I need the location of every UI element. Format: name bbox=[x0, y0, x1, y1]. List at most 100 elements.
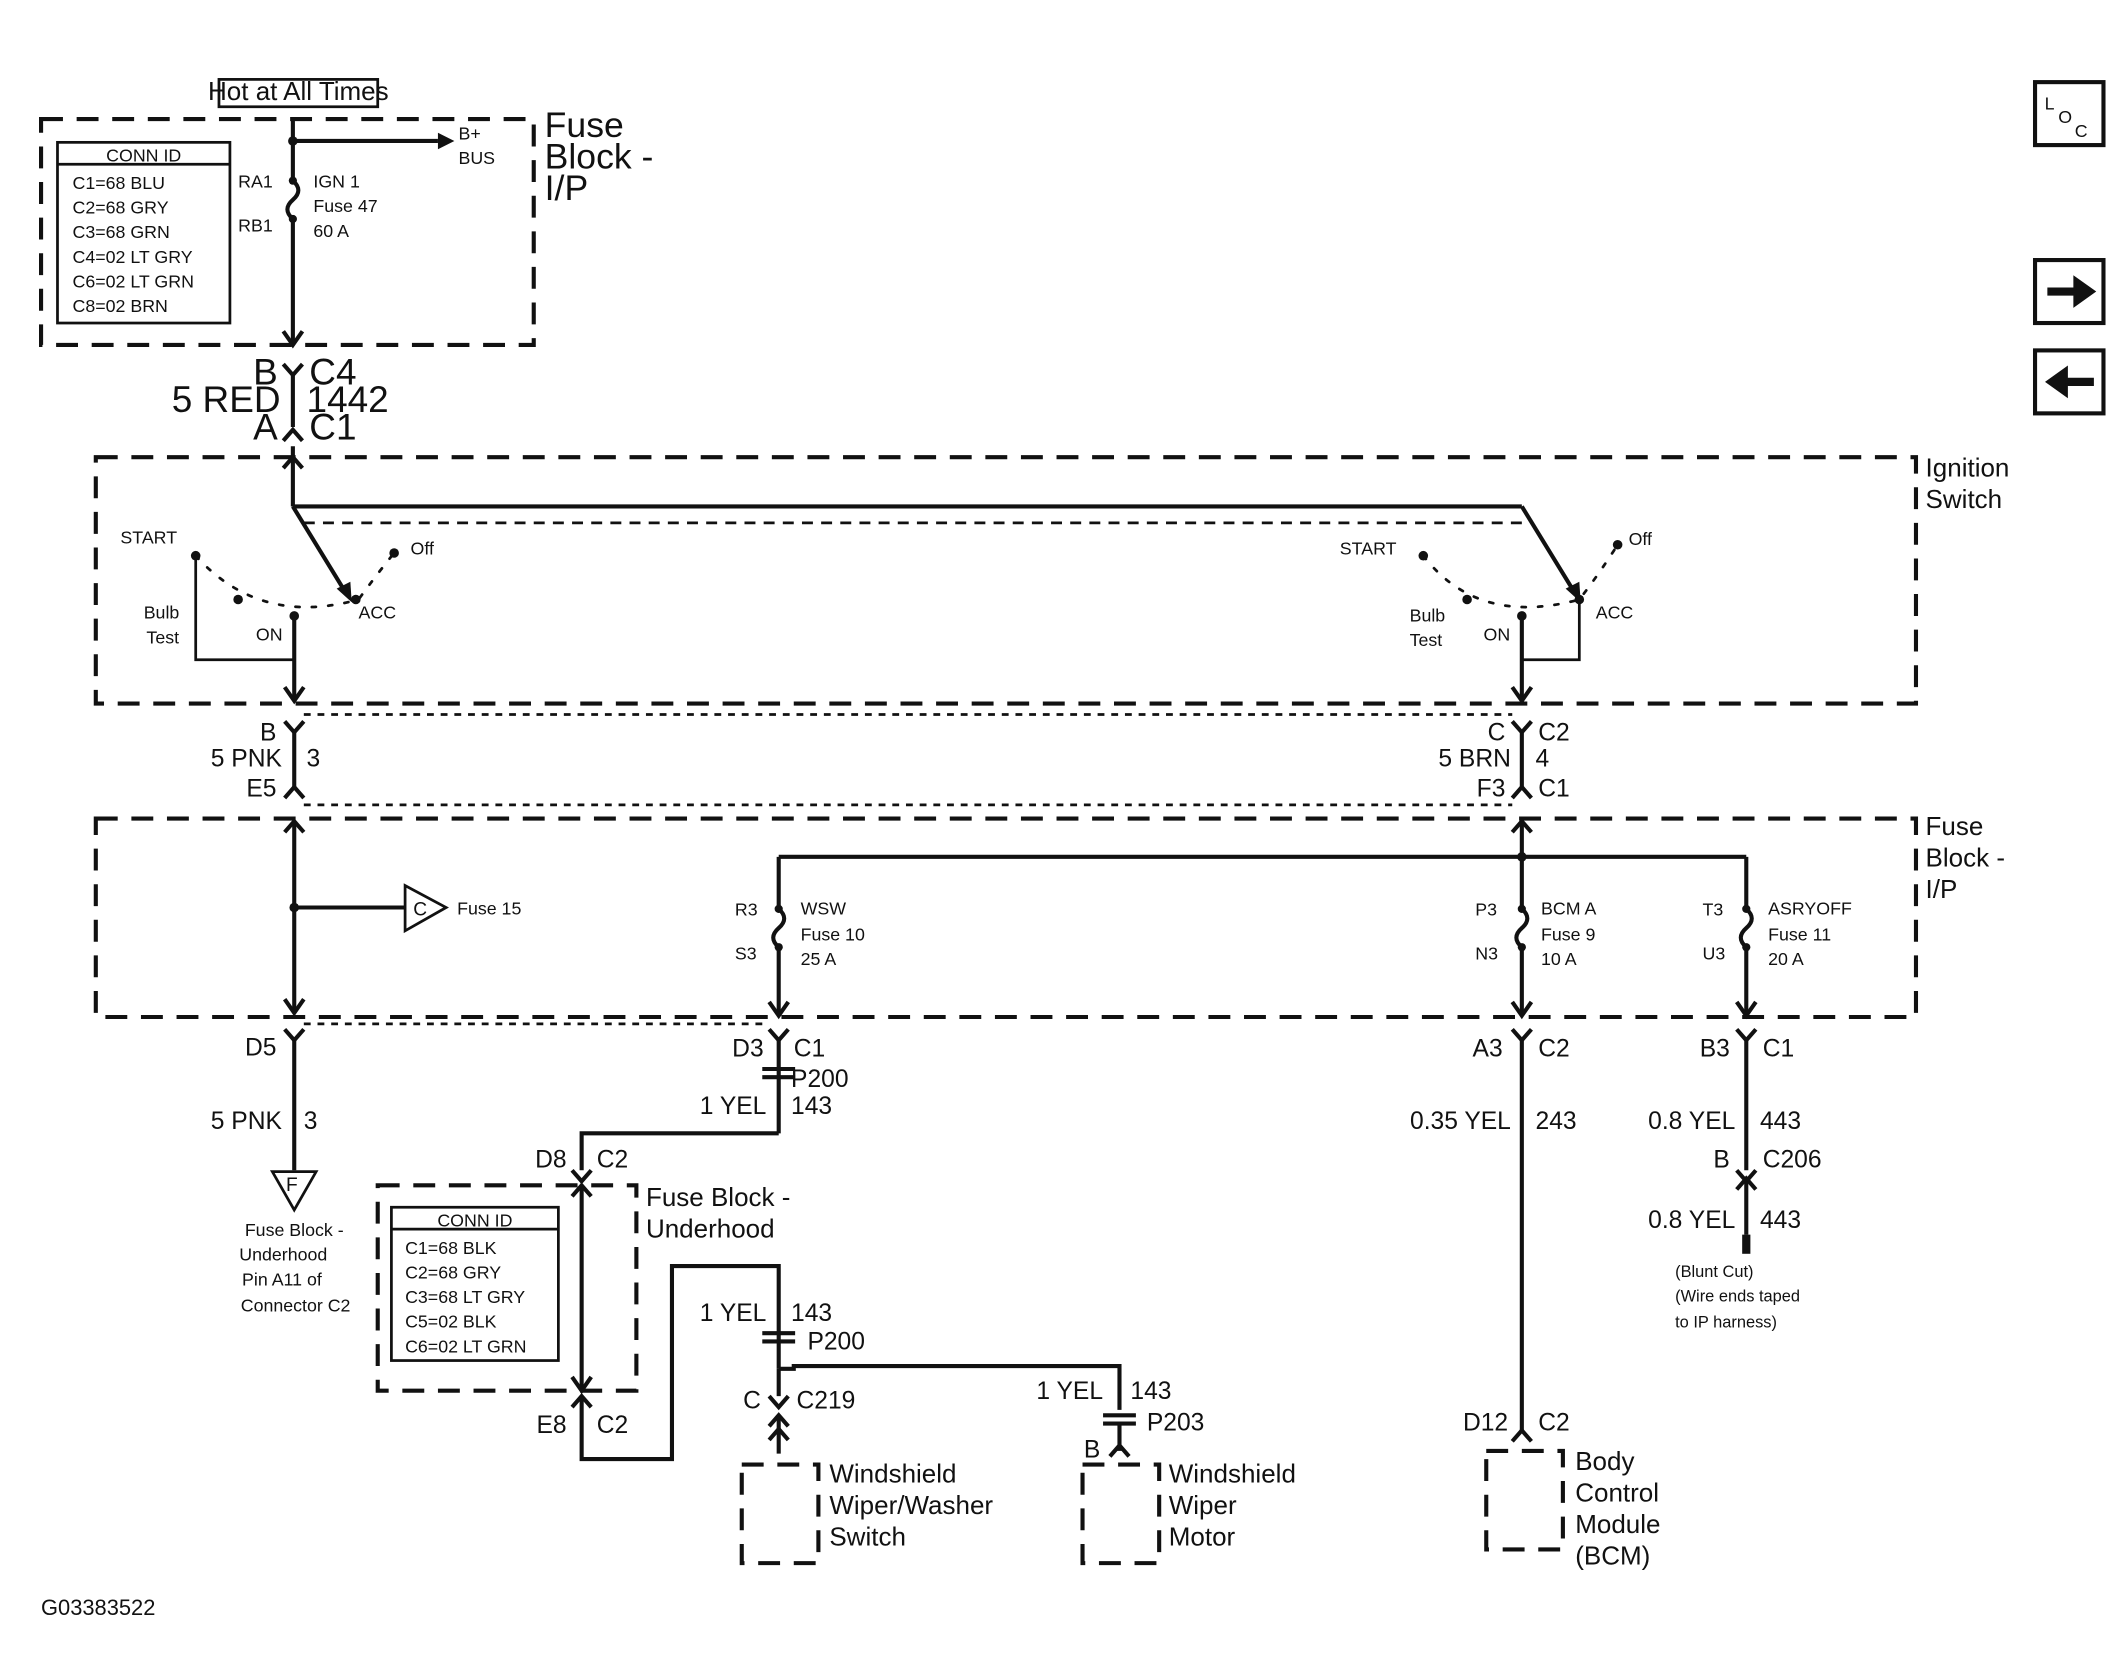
bus-label: B+ bbox=[458, 124, 480, 144]
splice-p200-upper bbox=[762, 1066, 796, 1080]
figure-id: G03383522 bbox=[41, 1595, 155, 1620]
svg-text:Wiper: Wiper bbox=[1169, 1490, 1237, 1520]
svg-text:Underhood: Underhood bbox=[239, 1245, 327, 1265]
fuse-10-number: Fuse 10 bbox=[801, 924, 865, 944]
windshield-wiper-washer-switch-box bbox=[739, 1462, 821, 1566]
fuse-10-symbol bbox=[771, 907, 787, 949]
windshield-wiper-motor-box bbox=[1080, 1462, 1162, 1566]
svg-text:C6=02 LT GRN: C6=02 LT GRN bbox=[405, 1336, 526, 1356]
svg-text:5 RED: 5 RED bbox=[172, 379, 281, 420]
conn-c219: C219 bbox=[797, 1387, 856, 1414]
svg-text:C6=02 LT GRN: C6=02 LT GRN bbox=[73, 271, 194, 291]
location-button[interactable]: L O C bbox=[2032, 80, 2106, 148]
fuse-11-number: Fuse 11 bbox=[1768, 924, 1831, 944]
svg-text:I/P: I/P bbox=[1926, 874, 1958, 904]
svg-text:C1: C1 bbox=[309, 406, 356, 447]
svg-text:Wiper/Washer: Wiper/Washer bbox=[829, 1490, 993, 1520]
body-control-module-box bbox=[1484, 1448, 1565, 1552]
circuit-2-label: 143 bbox=[791, 1300, 832, 1327]
conn-c2-d12: C2 bbox=[1538, 1409, 1569, 1436]
conn-id-table-underhood: CONN ID C1=68 BLK C2=68 GRY C3=68 LT GRY… bbox=[390, 1205, 560, 1362]
svg-text:C3=68 LT GRY: C3=68 LT GRY bbox=[405, 1287, 525, 1307]
arrow-right-icon bbox=[2047, 275, 2097, 308]
pin-b3: B3 bbox=[1700, 1036, 1730, 1063]
svg-text:L: L bbox=[2045, 94, 2055, 114]
svg-text:Connector C2: Connector C2 bbox=[241, 1295, 351, 1315]
svg-text:Fuse Block -: Fuse Block - bbox=[646, 1182, 790, 1212]
asry-wire-2-label: 0.8 YEL bbox=[1648, 1207, 1735, 1234]
svg-text:BUS: BUS bbox=[458, 148, 495, 168]
right-on-label: ON bbox=[1484, 625, 1511, 645]
bcm-wire-label: 0.35 YEL bbox=[1410, 1108, 1511, 1135]
hot-at-all-times-label: Hot at All Times bbox=[208, 76, 389, 106]
fuse-block-underhood-title: Fuse Block - Underhood bbox=[646, 1182, 790, 1243]
conn-c2-e8: C2 bbox=[597, 1412, 628, 1439]
fuse-11-name: ASRYOFF bbox=[1768, 898, 1852, 918]
conn-id-table-ip: CONN ID C1=68 BLU C2=68 GRY C3=68 GRN C4… bbox=[56, 140, 232, 325]
fuse-block-ip-top-title: Fuse Block - I/P bbox=[545, 105, 654, 208]
svg-text:Motor: Motor bbox=[1169, 1521, 1236, 1551]
svg-text:Switch: Switch bbox=[1926, 484, 2003, 514]
asry-wire-1-label: 0.8 YEL bbox=[1648, 1108, 1735, 1135]
svg-text:Body: Body bbox=[1575, 1446, 1634, 1476]
ignition-switch-left-arc bbox=[194, 551, 396, 609]
ignition-switch-boundary bbox=[93, 455, 1919, 706]
fuse-block-underhood-boundary bbox=[375, 1183, 639, 1393]
pin-a3: A3 bbox=[1473, 1036, 1503, 1063]
pin-s3: S3 bbox=[735, 944, 757, 964]
svg-text:5 PNK: 5 PNK bbox=[211, 746, 283, 773]
asry-circuit-1-label: 443 bbox=[1760, 1108, 1801, 1135]
conn-c206: C206 bbox=[1763, 1147, 1822, 1174]
conn-c2-a3: C2 bbox=[1538, 1036, 1569, 1063]
fuse-9-name: BCM A bbox=[1541, 898, 1596, 918]
svg-text:Control: Control bbox=[1575, 1478, 1659, 1508]
pin-u3: U3 bbox=[1702, 944, 1725, 964]
pin-p3: P3 bbox=[1475, 900, 1497, 920]
pin-c: C bbox=[743, 1387, 761, 1414]
splice-p203 bbox=[1103, 1413, 1136, 1426]
fuse-9-rating: 10 A bbox=[1541, 949, 1577, 969]
fuse-9-symbol bbox=[1514, 907, 1530, 949]
pin-d8: D8 bbox=[535, 1147, 566, 1174]
wire-3-label: 1 YEL bbox=[1036, 1378, 1103, 1405]
svg-text:I/P: I/P bbox=[545, 168, 588, 208]
splice-p203-label: P203 bbox=[1147, 1409, 1205, 1436]
pin-b-c206: B bbox=[1713, 1147, 1729, 1174]
svg-text:C2=68 GRY: C2=68 GRY bbox=[405, 1262, 501, 1282]
svg-text:C1=68 BLU: C1=68 BLU bbox=[73, 173, 165, 193]
back-button[interactable] bbox=[2032, 348, 2106, 416]
connector-c4-c1-labels: B C4 5 RED 1442 A C1 bbox=[172, 352, 389, 448]
fuse-47-symbol bbox=[285, 179, 301, 221]
fuse-47-number: Fuse 47 bbox=[313, 196, 377, 216]
fuse-15-label: Fuse 15 bbox=[457, 898, 521, 918]
svg-text:C4: C4 bbox=[309, 352, 356, 393]
svg-text:C4=02 LT GRY: C4=02 LT GRY bbox=[73, 247, 193, 267]
splice-p200-lower bbox=[762, 1331, 796, 1344]
pin-ra1: RA1 bbox=[238, 172, 273, 192]
svg-text:Fuse: Fuse bbox=[1926, 811, 1984, 841]
fuse-block-ip-top-boundary bbox=[39, 117, 536, 347]
circuit-3-label: 143 bbox=[1130, 1378, 1171, 1405]
ref-f-label: F bbox=[286, 1175, 298, 1196]
svg-text:Switch: Switch bbox=[829, 1521, 906, 1551]
svg-text:C: C bbox=[1488, 720, 1506, 747]
blunt-cut-note: (Blunt Cut) (Wire ends taped to IP harne… bbox=[1675, 1263, 1800, 1332]
pin-e8: E8 bbox=[536, 1412, 566, 1439]
bcm-circuit-label: 243 bbox=[1536, 1108, 1577, 1135]
svg-text:Pin A11 of: Pin A11 of bbox=[242, 1269, 322, 1289]
right-start-label: START bbox=[1340, 538, 1397, 558]
body-control-module-label: Body Control Module (BCM) bbox=[1575, 1446, 1660, 1570]
svg-text:Block -: Block - bbox=[1926, 842, 2005, 872]
svg-text:Underhood: Underhood bbox=[646, 1213, 775, 1243]
right-acc-label: ACC bbox=[1596, 603, 1634, 623]
wire-2-label: 1 YEL bbox=[700, 1300, 767, 1327]
svg-text:D5: D5 bbox=[245, 1034, 276, 1061]
forward-button[interactable] bbox=[2032, 258, 2106, 326]
svg-text:Test: Test bbox=[1410, 630, 1443, 650]
conn-c1-d3: C1 bbox=[794, 1036, 825, 1063]
svg-text:Module: Module bbox=[1575, 1509, 1660, 1539]
svg-text:C2=68 GRY: C2=68 GRY bbox=[73, 198, 169, 218]
windshield-wiper-washer-switch-label: Windshield Wiper/Washer Switch bbox=[829, 1458, 993, 1551]
wire-1-label: 1 YEL bbox=[700, 1093, 767, 1120]
